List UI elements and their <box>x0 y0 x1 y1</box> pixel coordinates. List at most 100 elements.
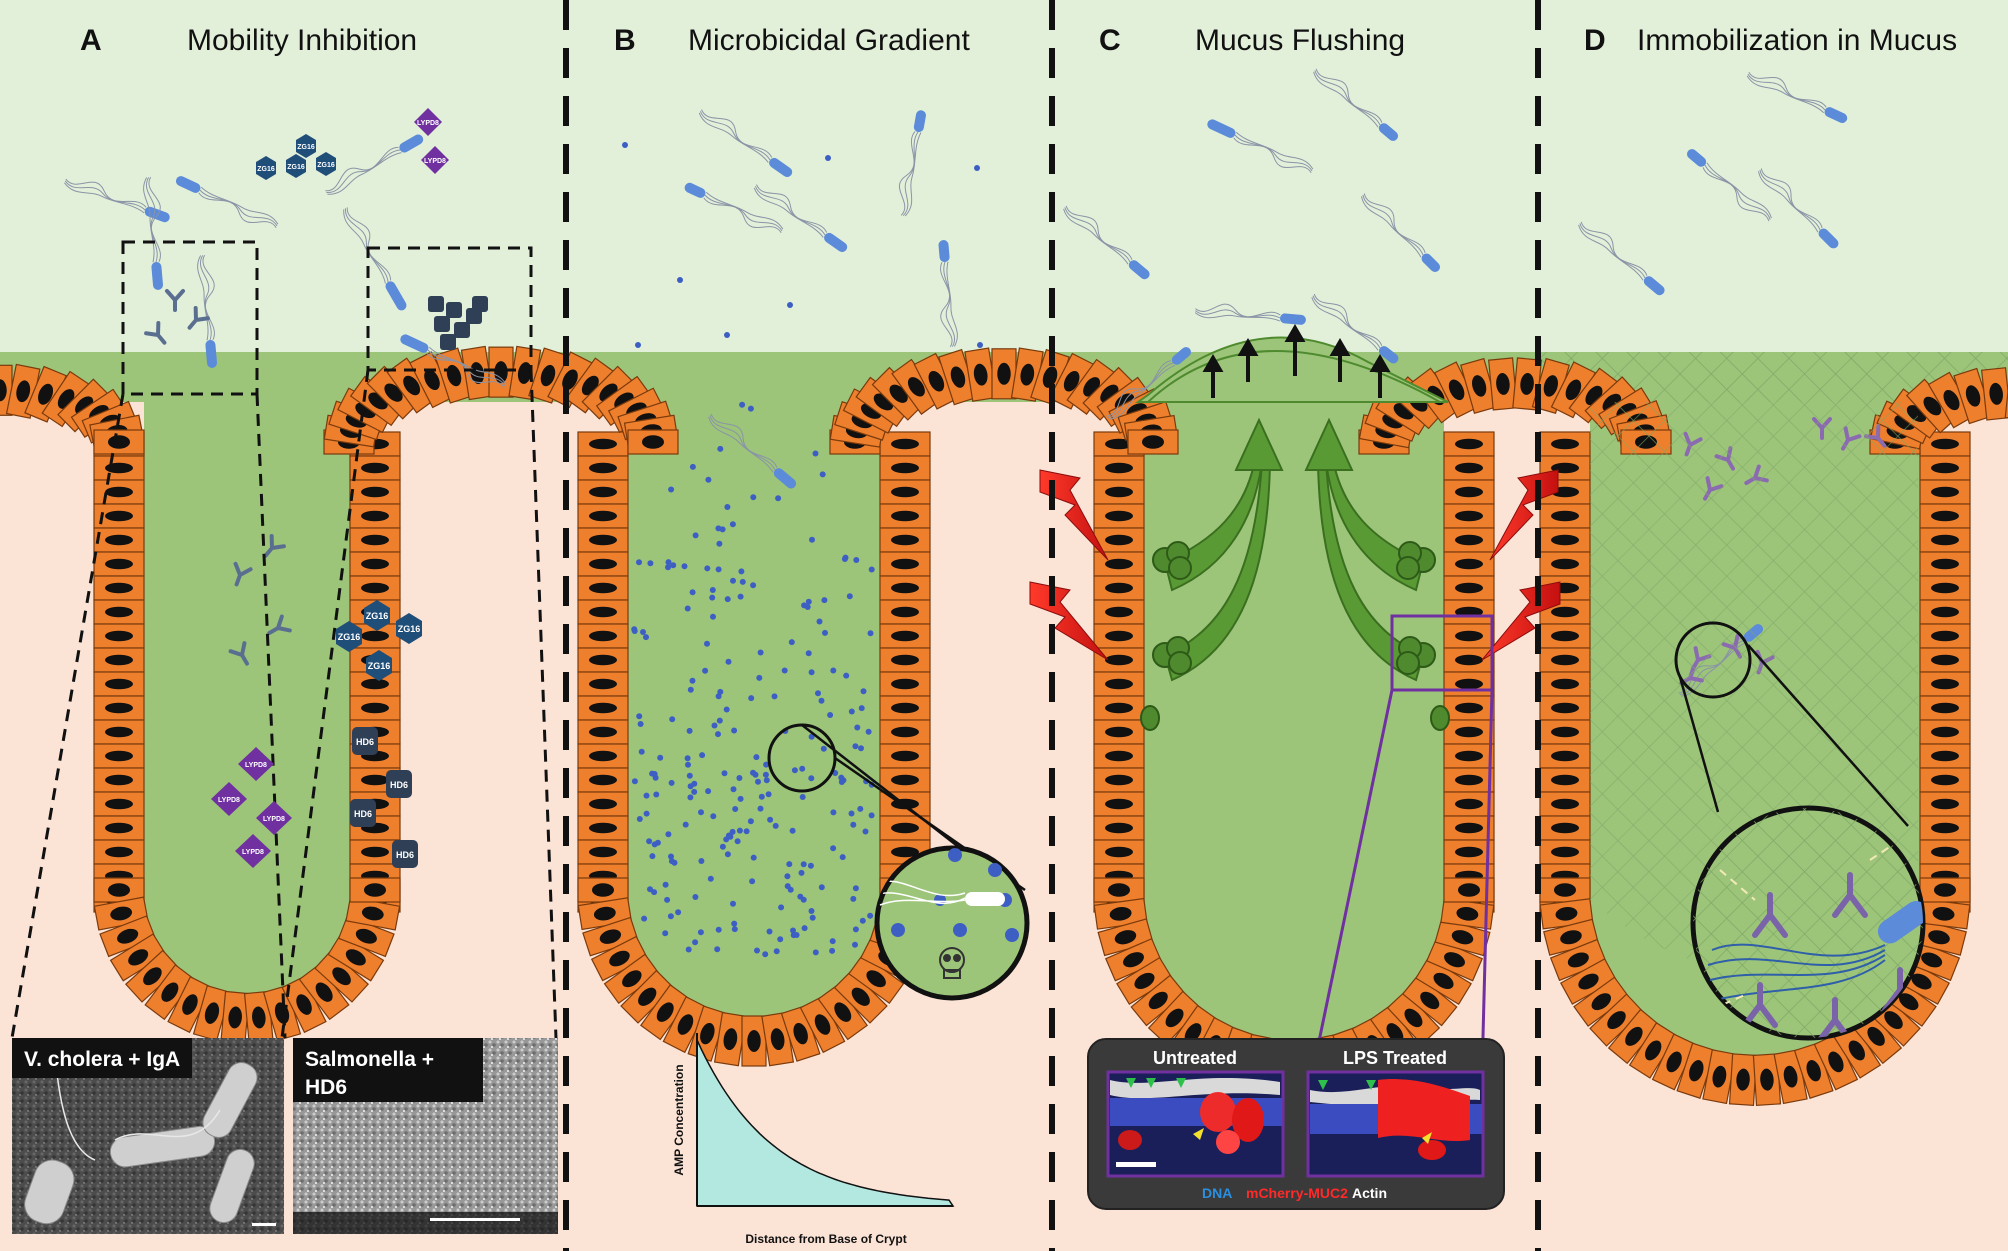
epithelial-cell <box>1539 623 1591 649</box>
amp-dot <box>825 155 831 161</box>
amp-dot <box>689 677 696 684</box>
bacterium <box>1207 119 1314 174</box>
epithelial-cell <box>577 431 629 457</box>
amp-dot <box>737 593 744 600</box>
epithelial-cell <box>349 839 401 865</box>
svg-text:HD6: HD6 <box>356 737 374 747</box>
epithelial-cell <box>1919 743 1971 769</box>
amp-dot <box>838 774 845 781</box>
epithelial-cell <box>1919 839 1971 865</box>
amp-dot <box>797 893 804 900</box>
micrograph-connector <box>1480 689 1494 1076</box>
amp-dot <box>799 765 806 772</box>
antibody-icon <box>233 561 253 587</box>
amp-dot <box>729 521 736 528</box>
bacterium <box>343 207 407 311</box>
epithelial-cell <box>1093 791 1145 817</box>
lypd8-molecule: LYPD8 <box>235 834 271 868</box>
svg-text:HD6: HD6 <box>354 809 372 819</box>
amp-dot <box>773 948 780 955</box>
amp-dot <box>821 597 828 604</box>
epithelial-cell <box>1919 503 1971 529</box>
amp-dot <box>829 938 836 945</box>
bacterium <box>175 176 279 229</box>
epithelial-cell <box>1443 599 1495 625</box>
amp-dot <box>762 951 769 958</box>
epithelial-cell <box>1488 357 1518 411</box>
epithelial-cell <box>1443 743 1495 769</box>
amp-dot <box>729 828 736 835</box>
amp-dot <box>747 405 754 412</box>
epithelial-cell <box>577 479 629 505</box>
amp-dot <box>781 667 788 674</box>
bacterium <box>1106 347 1192 420</box>
treated-image <box>1310 1079 1482 1160</box>
amp-dot <box>808 908 815 914</box>
epithelial-cell <box>1919 599 1971 625</box>
bacterium <box>938 240 958 348</box>
micrograph-untreated-title: Untreated <box>1153 1048 1237 1068</box>
amp-dot <box>636 713 643 720</box>
amp-dot <box>705 788 712 795</box>
molecule-labels-a: ZG16 ZG16 ZG16 ZG16 LYPD8 LYPD8 ZG16 ZG1… <box>211 108 488 868</box>
epithelial-cell <box>577 671 629 697</box>
amp-dot <box>739 578 746 585</box>
bacterium <box>753 184 848 253</box>
epithelial-cell <box>93 551 145 577</box>
amp-dot <box>685 761 691 768</box>
amp-dot <box>830 809 837 816</box>
svg-text:ZG16: ZG16 <box>257 166 275 173</box>
amp-dot <box>669 716 676 723</box>
amp-dot <box>858 745 864 752</box>
micrograph-treated-title: LPS Treated <box>1343 1048 1447 1068</box>
amp-dot <box>767 816 774 823</box>
amp-dot <box>812 949 819 956</box>
epithelial-cell <box>627 429 679 455</box>
amp-dot <box>754 947 760 954</box>
amp-dot <box>815 690 821 697</box>
amp-dot <box>715 731 721 738</box>
epithelial-cell <box>879 767 931 793</box>
amp-dot <box>778 904 785 911</box>
bacterium <box>1063 205 1150 280</box>
svg-text:LYPD8: LYPD8 <box>242 849 264 856</box>
hd6-molecule: HD6 <box>352 727 378 755</box>
epithelial-cell <box>1919 877 1971 903</box>
epithelial-cell <box>891 358 942 415</box>
lypd8-molecule: LYPD8 <box>238 747 274 781</box>
amp-dot <box>667 913 674 920</box>
epithelial-cell <box>1093 877 1145 903</box>
amp-dot <box>808 669 815 676</box>
amp-dot <box>651 771 658 777</box>
amp-dot <box>687 794 694 801</box>
epithelial-cell <box>93 455 145 481</box>
epithelial-cell <box>1093 743 1145 769</box>
epithelial-cell <box>1919 527 1971 553</box>
zg16-molecule: ZG16 <box>396 613 422 644</box>
panel-titles: A Mobility Inhibition B Microbicidal Gra… <box>80 24 1957 57</box>
amp-dot <box>772 822 779 829</box>
amp-dot <box>748 695 755 702</box>
bacterium <box>1360 193 1441 273</box>
panel-letter-c: C <box>1099 24 1121 57</box>
epithelial-cell <box>314 949 370 1003</box>
epithelial-cell <box>1980 367 2008 421</box>
epithelial-cell <box>93 695 145 721</box>
antibody-zoom <box>1674 621 1926 1041</box>
amp-dot <box>857 805 864 812</box>
epithelial-cell <box>1443 455 1495 481</box>
hd6-molecule: HD6 <box>392 840 418 868</box>
epithelial-cell <box>1443 479 1495 505</box>
epithelial-cell <box>879 647 931 673</box>
amp-dot <box>852 926 859 933</box>
legend-dna: DNA <box>1202 1185 1232 1201</box>
epithelial-cell <box>93 575 145 601</box>
amp-dot <box>858 705 865 712</box>
svg-text:ZG16: ZG16 <box>338 632 361 642</box>
amp-dot <box>974 165 980 171</box>
amp-dot <box>638 748 645 755</box>
epithelial-cell <box>1443 815 1495 841</box>
zg16-molecule: ZG16 <box>296 134 316 158</box>
amp-dot <box>719 843 726 850</box>
epithelial-cell <box>879 479 931 505</box>
